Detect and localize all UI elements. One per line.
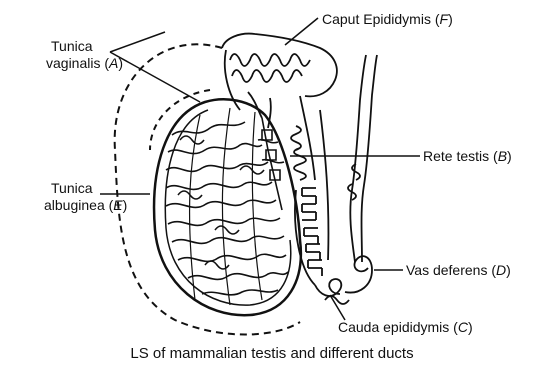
cauda-text: Cauda epididymis ( <box>338 319 458 335</box>
caput-text: Caput Epididymis ( <box>322 11 440 27</box>
cauda-close: ) <box>468 319 473 335</box>
rete-close: ) <box>507 148 512 164</box>
figure-caption: LS of mammalian testis and different duc… <box>0 345 544 362</box>
vas-text: Vas deferens ( <box>406 262 496 278</box>
leader-cauda <box>330 295 345 320</box>
albuginea-line2: albuginea (E) <box>44 197 127 214</box>
label-cauda-epididymis: Cauda epididymis (C) <box>338 319 473 336</box>
cauda-letter: C <box>458 319 468 335</box>
epididymis-body <box>291 96 328 285</box>
rete-testis <box>258 118 284 210</box>
albuginea-line1: Tunica <box>44 180 127 197</box>
rete-text: Rete testis ( <box>423 148 498 164</box>
rete-letter: B <box>498 148 507 164</box>
caput-letter: F <box>440 11 449 27</box>
label-caput-epididymis: Caput Epididymis (F) <box>322 11 453 28</box>
vaginalis-text: vaginalis ( <box>46 55 109 71</box>
label-tunica-albuginea: Tunica albuginea (E) <box>44 180 127 214</box>
vas-deferens <box>345 55 377 293</box>
leader-caput <box>285 18 318 45</box>
label-rete-testis: Rete testis (B) <box>423 148 512 165</box>
vaginalis-line1: Tunica <box>46 38 123 55</box>
vas-letter: D <box>496 262 506 278</box>
albuginea-close: ) <box>123 197 128 213</box>
vaginalis-line2: vaginalis (A) <box>46 55 123 72</box>
label-tunica-vaginalis: Tunica vaginalis (A) <box>46 38 123 72</box>
vas-close: ) <box>506 262 511 278</box>
caput-close: ) <box>448 11 453 27</box>
vaginalis-letter: A <box>109 55 118 71</box>
albuginea-letter: E <box>113 197 122 213</box>
leader-vaginalis-2 <box>110 52 200 102</box>
cauda-epididymis <box>315 279 349 304</box>
vaginalis-close: ) <box>118 55 123 71</box>
label-vas-deferens: Vas deferens (D) <box>406 262 511 279</box>
albuginea-text: albuginea ( <box>44 197 113 213</box>
